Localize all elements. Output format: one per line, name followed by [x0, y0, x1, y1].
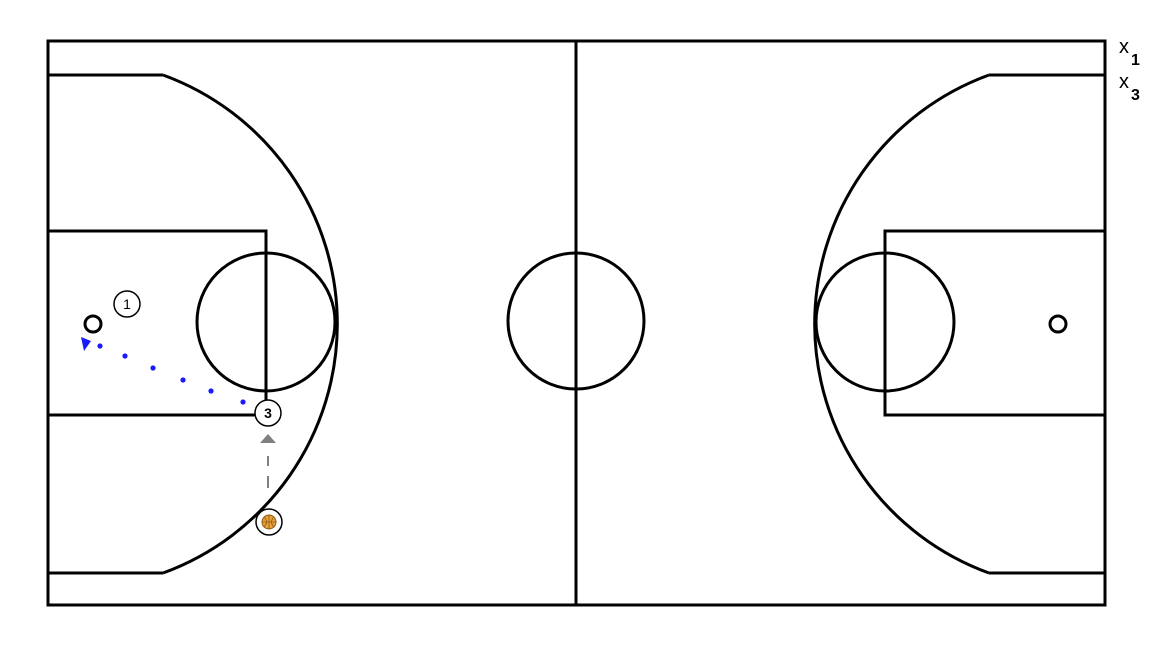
pass-arrowhead [81, 337, 91, 351]
player-1-number: 1 [123, 296, 131, 312]
left-three-point-arc [162, 73, 339, 575]
movement-arrowhead [260, 434, 276, 443]
right-half [813, 73, 1107, 575]
left-hoop-icon [83, 314, 103, 334]
defender-legend: x 1 x 3 [1119, 36, 1140, 104]
left-key [46, 229, 268, 417]
defender-3-mark: x [1119, 71, 1129, 93]
defender-1-number: 1 [1131, 52, 1140, 69]
movement-line [260, 434, 276, 488]
defender-1-mark: x [1119, 36, 1129, 58]
right-free-throw-circle [814, 251, 956, 393]
basketball-icon [261, 514, 277, 530]
player-1-marker [113, 290, 141, 318]
right-three-point-arc [813, 73, 990, 575]
ball-marker [255, 508, 283, 536]
player-1: 1 [113, 290, 141, 318]
defender-3-number: 3 [1131, 87, 1140, 104]
pass-line [81, 337, 246, 405]
right-key [883, 229, 1107, 417]
player-3: 3 [254, 399, 282, 427]
left-half [46, 73, 339, 575]
player-3-marker [254, 399, 282, 427]
left-free-throw-circle [195, 251, 337, 393]
player-3-number: 3 [264, 405, 272, 421]
center-circle [506, 251, 646, 391]
right-hoop-icon [1048, 314, 1068, 334]
